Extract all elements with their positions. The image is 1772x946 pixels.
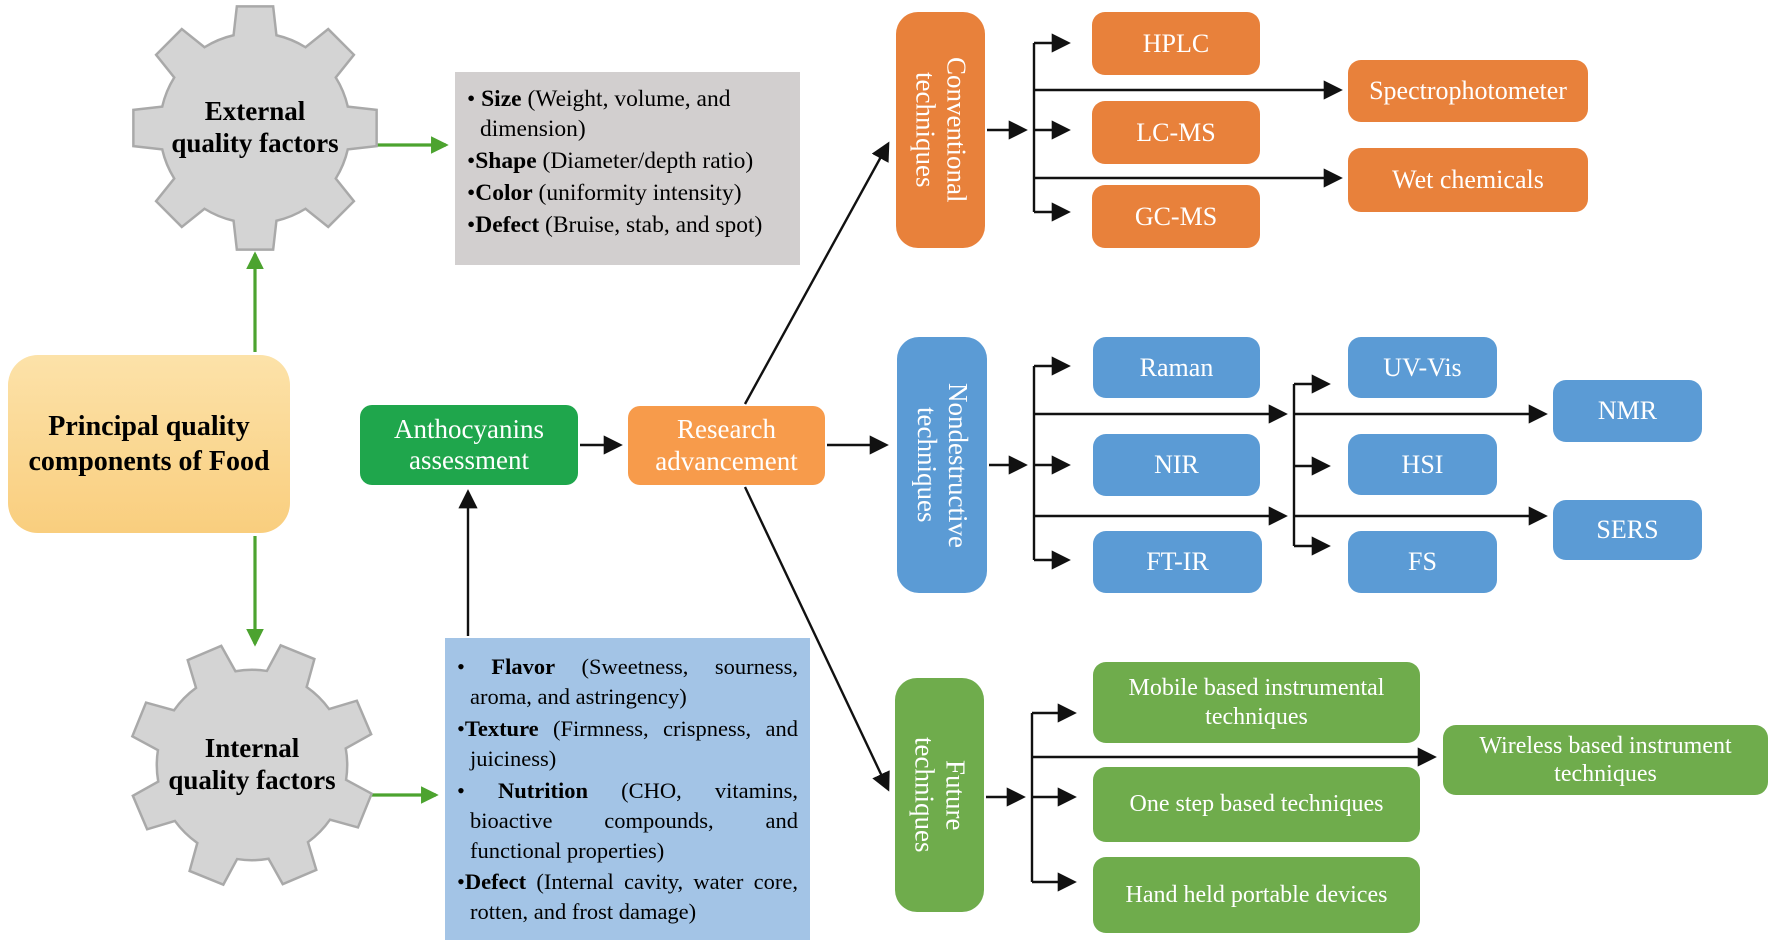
ftir-box: FT-IR [1093,531,1262,593]
list-item: • Nutrition (CHO, vitamins, bioactive co… [457,777,798,863]
raman-box: Raman [1093,337,1260,398]
nondestructive-techniques-box: Nondestructive techniques [897,337,987,593]
black-arrows [458,33,1548,892]
future-techniques-label: Future techniques [909,737,971,853]
hsi-box: HSI [1348,434,1497,495]
nir-box: NIR [1093,434,1260,496]
sers-box: SERS [1553,500,1702,560]
principal-quality-box: Principal quality components of Food [8,355,290,533]
list-item: •Texture (Firmness, crispness, and juici… [457,715,798,771]
external-factors-panel: • Size (Weight, volume, and dimension) •… [455,72,800,265]
principal-quality-label: Principal quality components of Food [28,411,270,477]
external-quality-gear: External quality factors [129,2,381,254]
list-item: • Flavor (Sweetness, sourness, aroma, an… [457,654,798,709]
nondestructive-techniques-label: Nondestructive techniques [912,382,973,548]
research-advancement-label: Research advancement [655,414,798,476]
future-connectors [986,703,1437,892]
fs-box: FS [1348,531,1497,593]
conventional-techniques-box: Conventional techniques [896,12,985,248]
external-gear-label: External quality factors [171,96,339,158]
one-step-box: One step based techniques [1093,767,1420,842]
list-item: •Defect (Internal cavity, water core, ro… [457,869,798,925]
future-techniques-box: Future techniques [895,678,984,912]
mobile-based-box: Mobile based instrumental techniques [1093,662,1420,743]
internal-factors-panel: • Flavor (Sweetness, sourness, aroma, an… [445,638,810,940]
uvvis-box: UV-Vis [1348,337,1497,398]
conventional-connectors [987,33,1343,222]
nondestructive-connectors [989,356,1548,570]
gear-icon [130,643,374,887]
hand-held-box: Hand held portable devices [1093,857,1420,933]
hplc-box: HPLC [1092,12,1260,75]
internal-gear-label: Internal quality factors [168,733,336,795]
list-item: •Color (uniformity intensity) [467,180,742,207]
anthocyanins-assessment-box: Anthocyanins assessment [360,405,578,485]
wireless-based-box: Wireless based instrument techniques [1443,725,1768,795]
anthocyanins-assessment-label: Anthocyanins assessment [394,413,544,475]
nmr-box: NMR [1553,380,1702,442]
wet-chemicals-box: Wet chemicals [1348,148,1588,212]
research-advancement-box: Research advancement [628,406,825,485]
conventional-techniques-label: Conventional techniques [910,57,972,203]
arrow-to-future [743,486,890,792]
gear-icon [132,5,378,251]
list-item: • Size (Weight, volume, and dimension) [467,86,731,143]
list-item: •Defect (Bruise, stab, and spot) [467,212,763,239]
spectrophotometer-box: Spectrophotometer [1348,60,1588,122]
arrow-to-conventional [743,141,890,405]
gcms-box: GC-MS [1092,185,1260,248]
list-item: •Shape (Diameter/depth ratio) [467,148,754,175]
lcms-box: LC-MS [1092,101,1260,164]
internal-quality-gear: Internal quality factors [126,639,378,891]
